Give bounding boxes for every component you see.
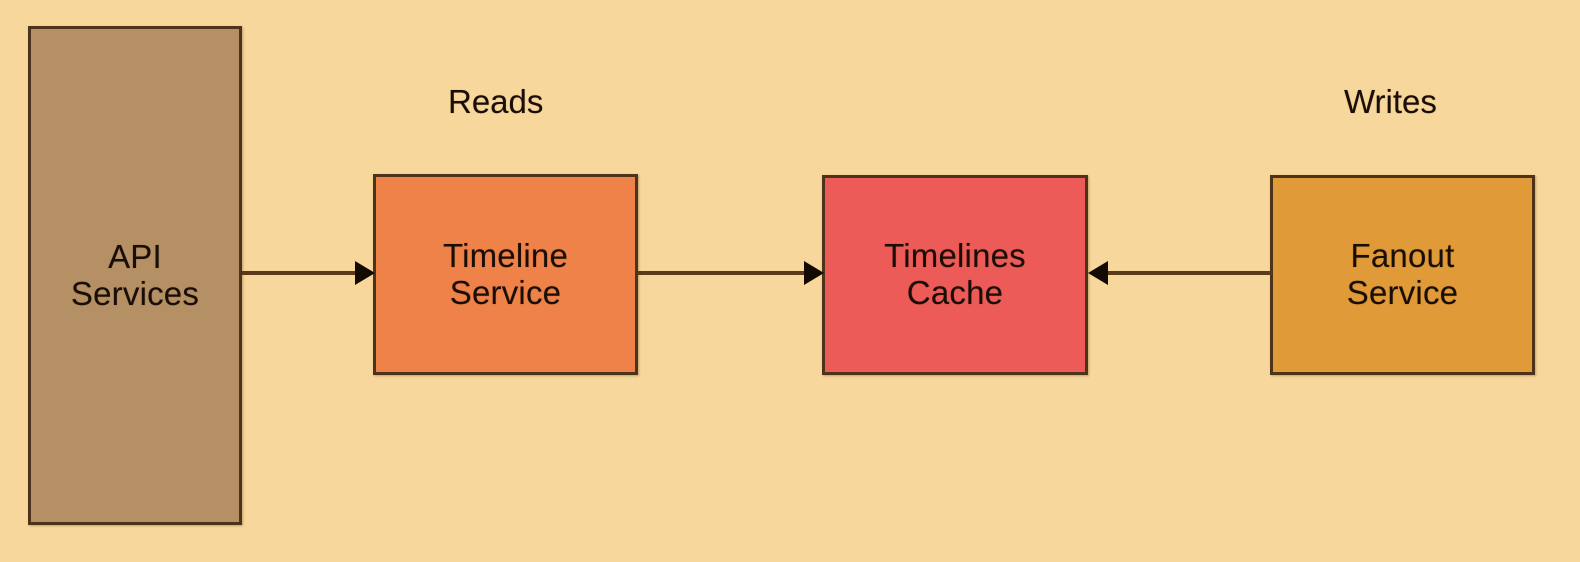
node-api-services-label: API Services xyxy=(70,237,200,312)
node-fanout-service[interactable]: Fanout Service xyxy=(1270,175,1535,375)
caption-writes: Writes xyxy=(1344,83,1437,120)
connector-api-to-timeline xyxy=(242,253,375,293)
arrow-right-icon xyxy=(242,261,375,285)
node-timelines-cache-label: Timelines Cache xyxy=(884,237,1026,311)
arrow-left-icon xyxy=(1088,261,1272,285)
node-timelines-cache[interactable]: Timelines Cache xyxy=(822,175,1088,375)
node-fanout-service-label: Fanout Service xyxy=(1346,237,1459,311)
node-api-services[interactable]: API Services xyxy=(28,26,242,525)
node-timeline-service-label: Timeline Service xyxy=(442,236,569,311)
connector-fanout-to-cache xyxy=(1088,253,1272,293)
caption-reads: Reads xyxy=(448,83,544,120)
arrow-right-icon xyxy=(638,261,824,285)
node-timeline-service[interactable]: Timeline Service xyxy=(373,174,638,375)
connector-timeline-to-cache xyxy=(638,253,824,293)
